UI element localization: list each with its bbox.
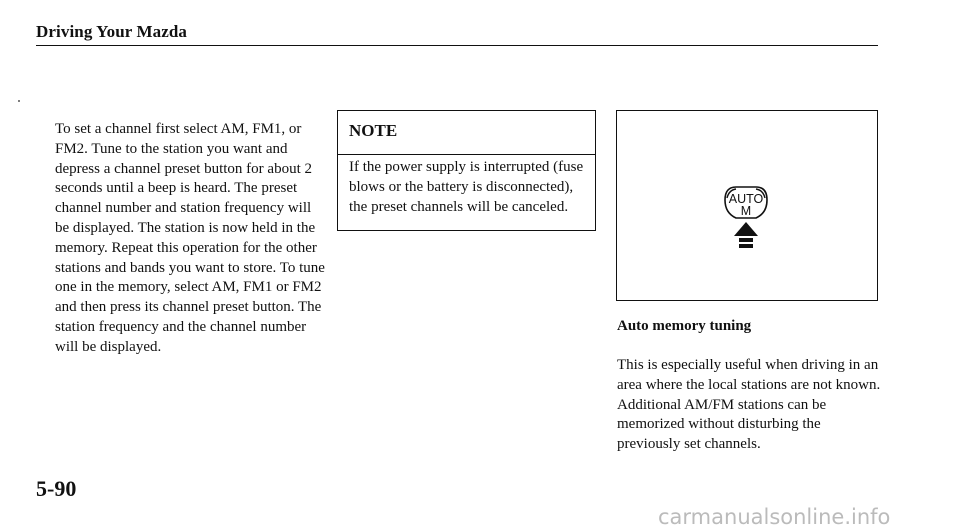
print-speck [18, 100, 20, 102]
note-box: NOTE If the power supply is interrupted … [337, 110, 596, 231]
page-number: 5-90 [36, 476, 77, 501]
auto-memory-button-icon: AUTO M [724, 186, 768, 248]
preset-instructions-paragraph: To set a channel first select AM, FM1, o… [55, 121, 325, 355]
page-header-title: Driving Your Mazda [36, 22, 188, 41]
figure-caption: Auto memory tuning [617, 318, 752, 334]
auto-memory-paragraph: This is especially useful when driving i… [617, 357, 881, 453]
auto-button-label: AUTO [729, 192, 764, 206]
memory-button-label: M [741, 204, 751, 218]
press-arrow-icon [734, 222, 758, 248]
note-text: If the power supply is interrupted (fuse… [349, 159, 584, 215]
watermark: carmanualsonline.info [658, 505, 891, 529]
auto-memory-figure: AUTO M [616, 110, 878, 301]
note-title: NOTE [349, 121, 398, 140]
note-divider [338, 154, 595, 155]
header-rule [36, 45, 878, 46]
